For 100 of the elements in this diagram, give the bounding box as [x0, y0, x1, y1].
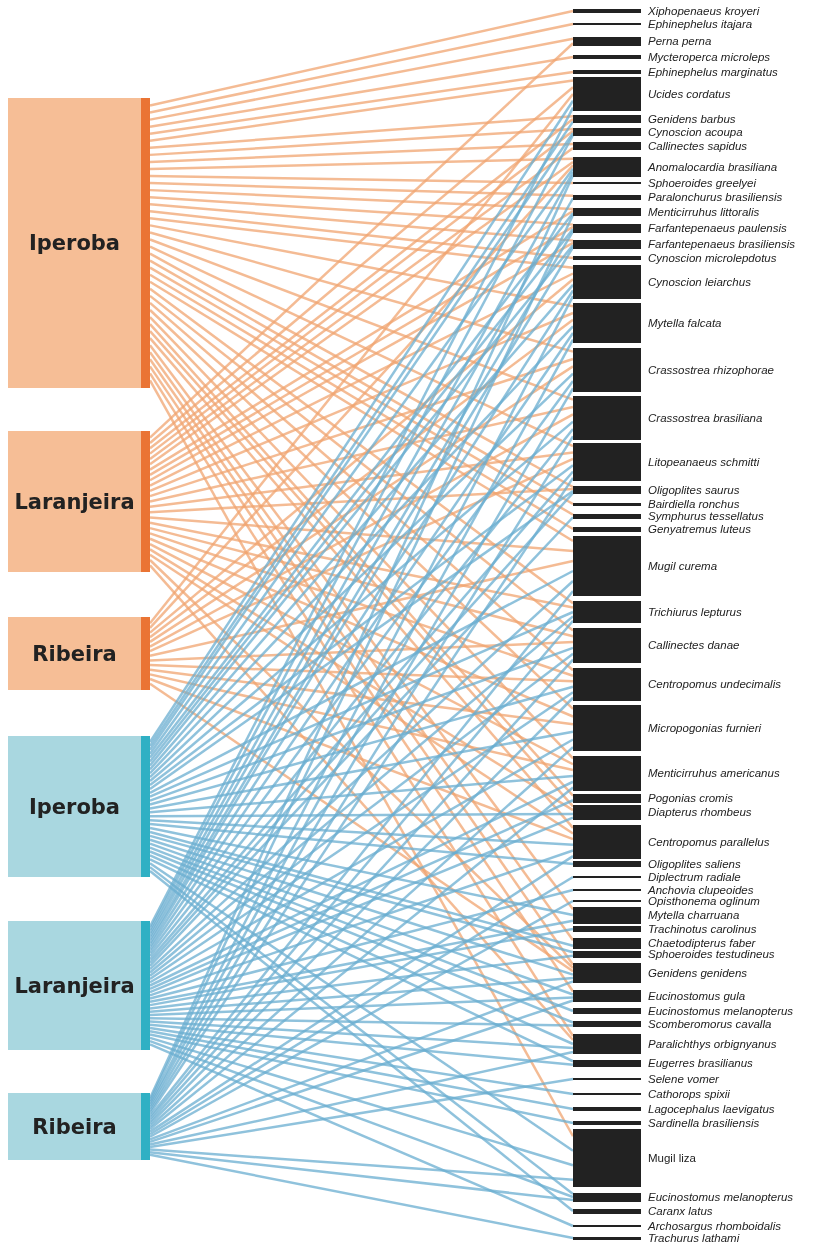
flow-band	[149, 365, 574, 643]
flow-band	[149, 9, 574, 107]
flow-band	[150, 174, 573, 185]
flow-band	[149, 1036, 574, 1167]
species-name: Selene vomer	[648, 1072, 719, 1086]
species-name: Sphoeroides testudineus	[648, 947, 775, 961]
flow-band	[149, 1150, 574, 1202]
flow-band	[149, 231, 574, 353]
flow-band	[150, 812, 573, 818]
flow-band	[149, 457, 574, 653]
site-name: Ribeira	[32, 641, 117, 666]
species-name: Sphoeroides greelyei	[648, 176, 757, 190]
species-name: Trichiurus lepturus	[648, 605, 742, 619]
species-name: Xiphopenaeus kroyeri	[648, 4, 760, 18]
flow-band	[149, 55, 574, 128]
species-name: Diplectrum radiale	[648, 870, 741, 884]
flow-band	[149, 1033, 574, 1125]
species-name: Eucinostomus melanopterus	[648, 1190, 794, 1204]
flow-band	[149, 1043, 574, 1228]
species-name: Mycteroperca microleps	[648, 50, 771, 64]
flow-band	[149, 542, 574, 766]
species-name: Eucinostomus gula	[648, 989, 746, 1003]
flow-band	[149, 521, 574, 609]
flow-band	[149, 142, 574, 164]
species-name: Paralichthys orbignyanus	[648, 1037, 777, 1051]
species-name: Genyatremus luteus	[648, 522, 751, 536]
species-name: Genidens barbus	[648, 112, 736, 126]
species-name: Micropogonias furnieri	[648, 721, 762, 735]
site-box	[8, 1093, 150, 1160]
flow-band	[149, 357, 574, 498]
species-name: Eugerres brasilianus	[648, 1056, 753, 1070]
flow-band	[149, 1026, 574, 1096]
flow-band	[149, 37, 574, 121]
flow-band	[149, 685, 574, 806]
flow-band	[149, 181, 574, 197]
species-name: Symphurus tessellatus	[648, 509, 764, 523]
flow-band	[149, 818, 574, 847]
flow-band	[149, 203, 574, 242]
flow-band	[149, 774, 574, 814]
flow-band	[149, 413, 574, 648]
species-name: Mytella charruana	[648, 908, 740, 922]
flow-band	[149, 245, 574, 448]
species-name: Anchovia clupeoides	[648, 883, 754, 897]
flow-band	[149, 822, 574, 866]
species-name: Callinectes sapidus	[648, 139, 748, 153]
species-name: Crassostrea brasiliana	[648, 411, 763, 425]
site-name: Iperoba	[28, 231, 121, 255]
site-box	[8, 98, 150, 388]
site-box	[8, 617, 150, 690]
flow-band	[149, 976, 574, 1013]
flow-band	[149, 838, 574, 976]
species-name: Oligoplites saliens	[648, 857, 741, 871]
species-name: Diapterus rhombeus	[648, 805, 752, 819]
species-name: Menticirruhus americanus	[648, 766, 780, 780]
flow-band	[149, 730, 574, 810]
species-name: Eucinostomus melanopterus	[648, 1004, 794, 1018]
flow-band	[149, 217, 574, 270]
flow-band	[149, 1039, 574, 1199]
species-name: Trachinotus carolinus	[648, 922, 757, 936]
site-name: Laranjeira	[14, 973, 135, 998]
flow-band	[149, 1077, 574, 1149]
species-name: Farfantepenaeus paulensis	[648, 221, 787, 235]
flow-band	[149, 564, 574, 1041]
species-name: Bairdiella ronchus	[648, 497, 740, 511]
site-name: Ribeira	[32, 1114, 117, 1139]
species-name: Scomberomorus cavalla	[648, 1017, 772, 1031]
flow-band	[149, 311, 574, 492]
flow-band	[149, 79, 574, 142]
flow-band	[149, 826, 574, 917]
species-name: Cynoscion acoupa	[648, 125, 743, 139]
flow-band	[149, 738, 574, 984]
species-name: Cynoscion leiarchus	[648, 275, 751, 289]
flow-band	[149, 1148, 574, 1181]
species-name: Trachurus lathami	[648, 1231, 740, 1244]
flow-band	[149, 954, 574, 1010]
site-name: Iperoba	[28, 794, 121, 819]
species-name: Cynoscion microlepdotus	[648, 251, 777, 265]
flow-band	[149, 451, 574, 509]
flow-band	[149, 673, 574, 772]
species-name: Callinectes danae	[648, 638, 740, 652]
site-name: Laranjeira	[14, 489, 135, 514]
flow-band	[149, 1050, 574, 1146]
flow-band	[149, 537, 574, 718]
species-name: Menticirruhus littoralis	[648, 205, 760, 219]
flow-band	[149, 1016, 574, 1027]
species-name: Ephinephelus marginatus	[648, 65, 778, 79]
flow-band	[149, 516, 574, 553]
flow-band	[149, 188, 574, 211]
species-name: Perna perna	[648, 34, 712, 48]
flow-band	[149, 157, 574, 171]
species-name: Archosargus rhomboidalis	[648, 1219, 781, 1233]
flow-band	[149, 526, 574, 638]
species-name: Genidens genidens	[648, 966, 748, 980]
species-name: Ucides cordatus	[648, 87, 731, 101]
species-name: Chaetodipterus faber	[648, 936, 756, 950]
species-name: Anomalocardia brasiliana	[648, 160, 778, 174]
species-name: Paralonchurus brasiliensis	[648, 190, 783, 204]
species-name: Oligoplites saurus	[648, 483, 740, 497]
flow-band	[149, 22, 574, 114]
flow-band	[149, 1020, 574, 1050]
